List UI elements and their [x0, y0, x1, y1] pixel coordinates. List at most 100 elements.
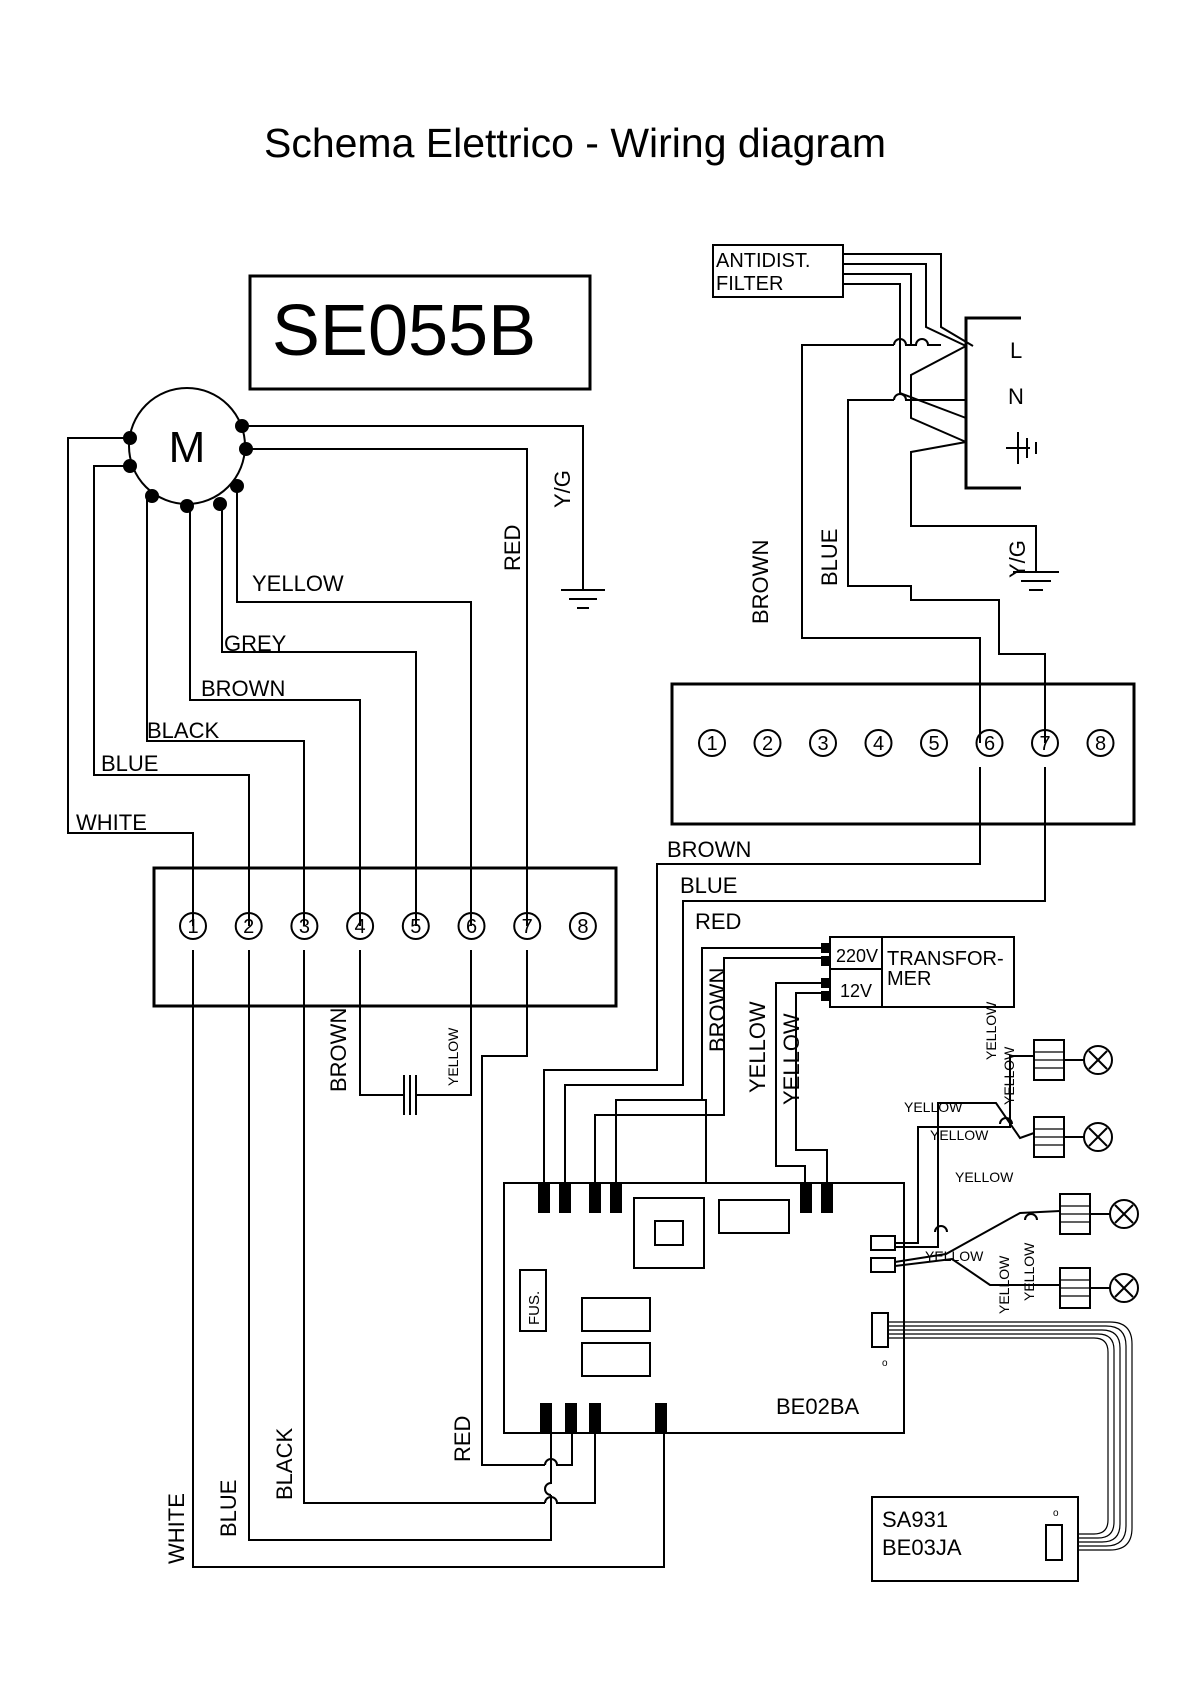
wire-hop — [544, 1418, 573, 1466]
remote-sa931 — [871, 1496, 1079, 1582]
right-terminal-number: 1 — [706, 733, 717, 755]
board-top-connectors — [538, 1183, 833, 1213]
lamp-wiring — [894, 1055, 1061, 1286]
right-terminal-1 — [698, 729, 726, 757]
left-terminal-7 — [513, 912, 542, 940]
mains-connector — [964, 316, 1021, 490]
wire-yellow-trans — [795, 992, 828, 1185]
board-fuse — [519, 1269, 547, 1332]
label-yellow: YELLOW — [252, 571, 344, 596]
left-block-wires — [192, 950, 665, 1568]
label-cap-brown: BROWN — [326, 1008, 351, 1092]
wire-yg — [242, 425, 584, 590]
filter-wire — [843, 273, 912, 346]
remote-dot: o — [1053, 1508, 1059, 1519]
left-terminal-5 — [401, 912, 430, 940]
model-box — [248, 274, 592, 391]
page-title: Schema Elettrico - Wiring diagram — [264, 120, 886, 166]
wire-blue-down — [248, 950, 552, 1541]
left-terminal-8 — [568, 912, 597, 940]
label-brown: BROWN — [201, 676, 285, 701]
right-terminal-number: 4 — [873, 733, 884, 755]
wire-brown — [187, 505, 361, 926]
left-terminal-number: 4 — [355, 916, 366, 938]
lamp-bulb-icon — [1109, 1273, 1139, 1303]
board-fuse-label: FUS. — [526, 1291, 543, 1325]
label-yg: Y/G — [550, 470, 575, 508]
label-cap-yellow: YELLOW — [445, 1027, 461, 1086]
right-terminal-number: 3 — [817, 733, 828, 755]
wire-grey — [220, 503, 417, 926]
label-grey: GREY — [224, 631, 287, 656]
wire-black — [146, 495, 305, 926]
label-red: RED — [500, 525, 525, 571]
remote-line2: BE03JA — [882, 1535, 962, 1560]
transformer-label-2: MER — [887, 968, 931, 990]
label-brown-h: BROWN — [667, 837, 751, 862]
transformer-pin — [821, 978, 831, 988]
mains-n: N — [1008, 384, 1024, 409]
filter-wire — [843, 253, 974, 347]
board-chip-core — [654, 1220, 684, 1246]
left-terminal-number: 3 — [299, 916, 310, 938]
lamp-wire-label: YELLOW — [983, 1001, 999, 1060]
board-bottom-connectors — [540, 1403, 667, 1433]
terminal-block-right — [670, 682, 1136, 826]
left-terminal-4 — [346, 912, 375, 940]
right-terminal-4 — [864, 729, 893, 757]
antidist-line2: FILTER — [716, 273, 783, 295]
right-terminal-number: 7 — [1039, 733, 1050, 755]
wire-blue-feeder — [847, 399, 1046, 743]
label-bottom-white: WHITE — [164, 1493, 189, 1564]
lamp-bulb-cross — [1114, 1278, 1134, 1298]
right-terminal-3 — [809, 729, 837, 757]
wire-white — [67, 437, 194, 926]
left-terminal-number: 1 — [187, 916, 198, 938]
label-bottom-black: BLACK — [272, 1428, 297, 1500]
left-terminal-6 — [457, 912, 486, 940]
wire-brown-trans — [594, 957, 824, 1185]
remote-connector — [1045, 1524, 1063, 1561]
right-terminal-2 — [753, 729, 782, 757]
lamp-wire-label: YELLOW — [930, 1127, 989, 1143]
ground-icon — [1013, 560, 1059, 591]
wire-hop — [544, 1418, 552, 1496]
lamp-bulb-cross — [1088, 1127, 1108, 1147]
wire-blue — [93, 465, 250, 926]
wire-brown-h — [543, 767, 981, 1185]
left-terminal-number: 6 — [466, 916, 477, 938]
lamp-wire-label: YELLOW — [904, 1099, 963, 1115]
label-right-yg: Y/G — [1005, 540, 1030, 578]
model-label: SE055B — [272, 291, 536, 371]
wire-hop — [544, 1418, 596, 1504]
wire-cap-brown — [359, 950, 404, 1096]
transformer-12v: 12V — [840, 981, 872, 1001]
lamp-wire-label: YELLOW — [996, 1255, 1012, 1314]
board-name: BE02BA — [776, 1394, 859, 1419]
label-brown-v: BROWN — [705, 968, 730, 1052]
right-terminal-number: 8 — [1095, 733, 1106, 755]
filter-wire — [910, 345, 967, 443]
board-component — [581, 1297, 651, 1332]
mains-l: L — [1010, 338, 1022, 363]
wire-hop — [893, 393, 966, 401]
label-right-brown: BROWN — [748, 540, 773, 624]
wire-cap-yellow — [416, 950, 472, 1096]
wire-yellow-trans — [775, 982, 824, 1185]
motor-label: M — [169, 423, 206, 472]
lamp-bulb-icon — [1083, 1122, 1113, 1152]
board-component — [581, 1342, 651, 1377]
wire-yellow — [236, 486, 472, 926]
right-terminal-6 — [975, 729, 1004, 757]
transformer-pin — [821, 943, 831, 953]
lamp-wire-label: YELLOW — [1021, 1242, 1037, 1301]
left-terminal-number: 5 — [410, 916, 421, 938]
right-terminal-number: 6 — [984, 733, 995, 755]
label-black: BLACK — [147, 718, 219, 743]
motor-wires — [67, 425, 605, 926]
left-terminal-number: 8 — [577, 916, 588, 938]
motor: M — [123, 387, 253, 513]
lamp-wire-label: YELLOW — [1001, 1046, 1017, 1105]
transformer-220v: 220V — [836, 946, 878, 966]
